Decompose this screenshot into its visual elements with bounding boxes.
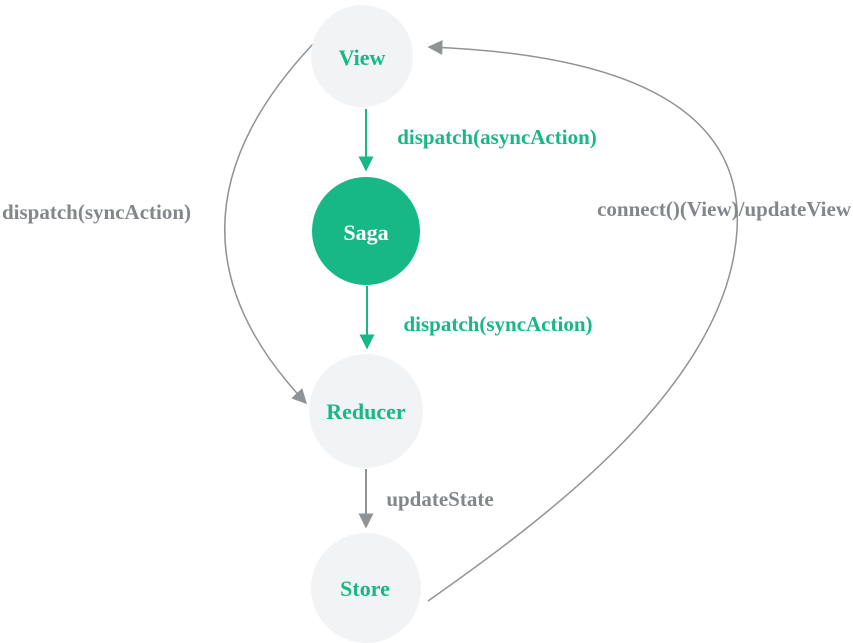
edge-label-dispatch-async-action: dispatch(asyncAction) — [397, 125, 597, 149]
node-saga: Saga — [312, 177, 420, 285]
node-view: View — [311, 5, 413, 107]
edge-label-update-state: updateState — [386, 487, 493, 511]
node-reducer: Reducer — [309, 354, 423, 468]
edge-label-dispatch-sync-action-gray: dispatch(syncAction) — [2, 200, 191, 224]
node-saga-label: Saga — [343, 220, 388, 245]
node-view-label: View — [339, 45, 386, 70]
node-store: Store — [311, 533, 421, 643]
edge-label-dispatch-sync-action-green: dispatch(syncAction) — [403, 312, 592, 336]
node-reducer-label: Reducer — [326, 399, 406, 424]
node-store-label: Store — [340, 576, 390, 601]
edge-store-to-view — [427, 40, 739, 602]
edge-label-connect-update-view: connect()(View)/updateView — [597, 197, 852, 221]
edge-view-to-reducer — [224, 43, 314, 405]
